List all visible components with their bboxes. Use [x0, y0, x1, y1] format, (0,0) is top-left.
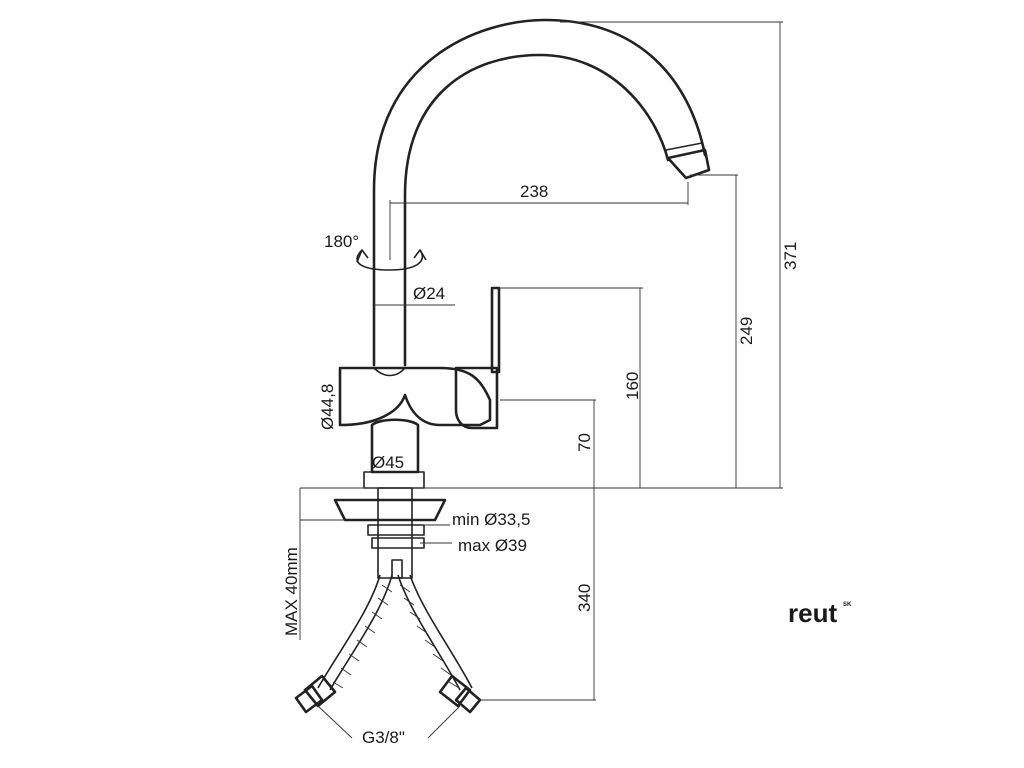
- body-cylinder: [338, 366, 492, 427]
- faucet-outline: [294, 18, 711, 714]
- body-spout-joint: [373, 367, 406, 377]
- label-d45: Ø45: [372, 453, 404, 472]
- rotation-arrowhead-right: [413, 249, 427, 261]
- dimension-labels: 238 180° Ø24 Ø45 min Ø33,5 max Ø39 G3/8"…: [282, 182, 800, 747]
- label-g38: G3/8": [362, 728, 405, 747]
- label-160: 160: [623, 372, 642, 400]
- label-70: 70: [575, 433, 594, 452]
- fitting-left: [294, 674, 337, 714]
- dimension-lines: [299, 21, 783, 739]
- threaded-rod: [377, 487, 413, 579]
- label-249: 249: [737, 317, 756, 345]
- nozzle-band: [665, 142, 703, 151]
- label-340: 340: [575, 584, 594, 612]
- rod-end: [391, 559, 403, 579]
- brand-name: reut: [788, 598, 837, 628]
- label-180: 180°: [324, 232, 359, 251]
- brand-logo: reut SK: [788, 598, 852, 628]
- mounting-washer: [333, 498, 447, 522]
- lower-body: [370, 418, 420, 474]
- mounting-nut-2: [371, 537, 425, 549]
- label-max40: MAX 40mm: [282, 547, 301, 636]
- label-max: max Ø39: [458, 536, 527, 555]
- spout-inner-curve: [403, 53, 670, 367]
- mounting-nut-1: [367, 524, 425, 536]
- spout-nozzle: [666, 148, 711, 180]
- label-238: 238: [520, 182, 548, 201]
- fitting-right: [438, 674, 482, 714]
- label-min: min Ø33,5: [452, 510, 530, 529]
- brand-superscript: SK: [843, 602, 852, 608]
- flexible-hoses: [317, 574, 473, 691]
- label-d448: Ø44,8: [318, 384, 337, 430]
- rotation-arrowhead-left: [356, 249, 369, 263]
- base-ring: [363, 471, 425, 489]
- lever-base: [454, 366, 499, 430]
- label-d24: Ø24: [413, 284, 445, 303]
- label-371: 371: [781, 242, 800, 270]
- spout-outer-curve: [372, 18, 707, 367]
- lever-handle: [490, 286, 501, 374]
